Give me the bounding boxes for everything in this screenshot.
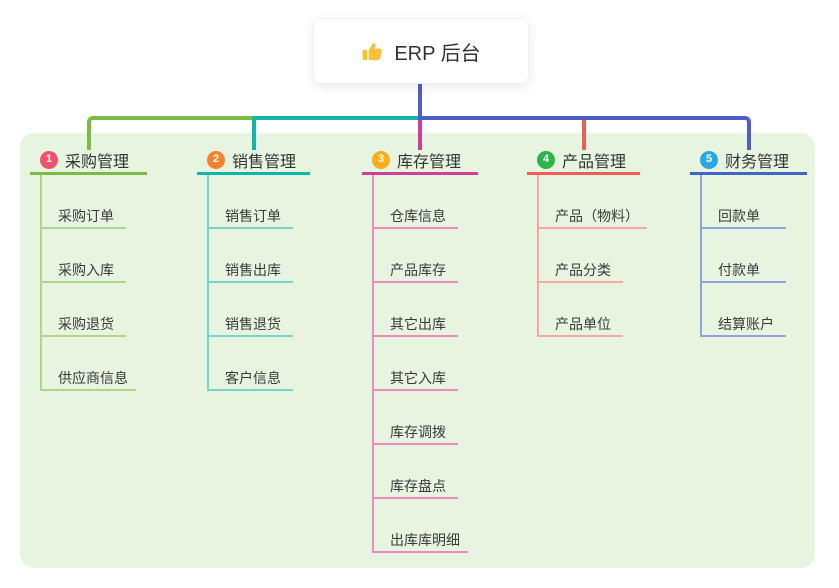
sub-item[interactable]: 采购退货 [42,283,126,337]
sub-item-label: 库存盘点 [390,478,446,494]
branch-title-3[interactable]: 3 库存管理 [362,147,478,175]
sub-item[interactable]: 库存盘点 [374,445,458,499]
sub-item-label: 采购入库 [58,262,114,278]
connector-branch-5 [418,116,751,150]
connector-branch-2 [252,116,418,150]
sub-item-label: 销售订单 [225,208,281,224]
sub-item[interactable]: 付款单 [702,229,786,283]
sub-item[interactable]: 销售订单 [209,175,293,229]
thumbs-up-icon [361,40,384,63]
sub-item-label: 库存调拨 [390,424,446,440]
branch-title-label: 财务管理 [725,153,790,171]
sub-item[interactable]: 采购订单 [42,175,126,229]
sub-item[interactable]: 其它入库 [374,337,458,391]
sub-item[interactable]: 出库库明细 [374,499,468,553]
sub-item[interactable]: 其它出库 [374,283,458,337]
branch-title-1[interactable]: 1 采购管理 [30,147,147,175]
branch-children: 采购订单采购入库采购退货供应商信息 [40,175,136,391]
branch-title-label: 库存管理 [397,153,462,171]
branch-title-2[interactable]: 2 销售管理 [197,147,310,175]
sub-item[interactable]: 库存调拨 [374,391,458,445]
sub-item-label: 销售退货 [225,316,281,332]
branch-number-badge: 1 [40,150,58,169]
branch-title-label: 产品管理 [562,153,627,171]
branch-title-5[interactable]: 5 财务管理 [690,147,807,175]
sub-item[interactable]: 产品库存 [374,229,458,283]
sub-item[interactable]: 产品（物料） [539,175,647,229]
sub-item[interactable]: 结算账户 [702,283,786,337]
sub-item-label: 客户信息 [225,370,281,386]
sub-item-label: 采购订单 [58,208,114,224]
sub-item[interactable]: 仓库信息 [374,175,458,229]
branch-title-label: 采购管理 [65,153,130,171]
branch-number-badge: 4 [537,150,555,169]
branch-title-4[interactable]: 4 产品管理 [527,147,640,175]
branch-children: 产品（物料） 产品分类产品单位 [537,175,647,337]
root-node-label: ERP 后台 [394,42,481,65]
branch-number-badge: 2 [207,150,225,169]
sub-item-label: 采购退货 [58,316,114,332]
sub-item-label: 产品（物料） [555,208,639,224]
connector-branch-1 [87,116,252,150]
branches-panel [20,133,815,568]
sub-item[interactable]: 销售出库 [209,229,293,283]
sub-item[interactable]: 供应商信息 [42,337,136,391]
sub-item-label: 付款单 [718,262,760,278]
sub-item-label: 产品库存 [390,262,446,278]
sub-item[interactable]: 客户信息 [209,337,293,391]
connector-root-trunk [418,82,422,116]
sub-item[interactable]: 销售退货 [209,283,293,337]
branch-3: 3 库存管理仓库信息产品库存其它出库其它入库库存调拨库存盘点出库库明细 [362,147,478,553]
branch-5: 5 财务管理回款单付款单结算账户 [690,147,807,337]
sub-item[interactable]: 回款单 [702,175,786,229]
branch-children: 销售订单销售出库销售退货客户信息 [207,175,293,391]
branch-children: 回款单付款单结算账户 [700,175,786,337]
branch-number-badge: 3 [372,150,390,169]
sub-item[interactable]: 采购入库 [42,229,126,283]
branch-children: 仓库信息产品库存其它出库其它入库库存调拨库存盘点出库库明细 [372,175,468,553]
sub-item-label: 销售出库 [225,262,281,278]
branch-title-label: 销售管理 [232,153,297,171]
sub-item[interactable]: 产品分类 [539,229,623,283]
sub-item-label: 出库库明细 [390,532,460,548]
branch-number-badge: 5 [700,150,718,169]
sub-item[interactable]: 产品单位 [539,283,623,337]
branch-1: 1 采购管理采购订单采购入库采购退货供应商信息 [30,147,147,391]
connector-branch-4 [582,120,586,150]
sub-item-label: 产品分类 [555,262,611,278]
connector-branch-3 [418,120,422,150]
sub-item-label: 回款单 [718,208,760,224]
sub-item-label: 仓库信息 [390,208,446,224]
sub-item-label: 产品单位 [555,316,611,332]
sub-item-label: 其它入库 [390,370,446,386]
branch-2: 2 销售管理销售订单销售出库销售退货客户信息 [197,147,310,391]
root-node[interactable]: ERP 后台 [313,18,529,84]
sub-item-label: 结算账户 [718,316,774,332]
sub-item-label: 供应商信息 [58,370,128,386]
sub-item-label: 其它出库 [390,316,446,332]
branch-4: 4 产品管理产品（物料） 产品分类产品单位 [527,147,647,337]
